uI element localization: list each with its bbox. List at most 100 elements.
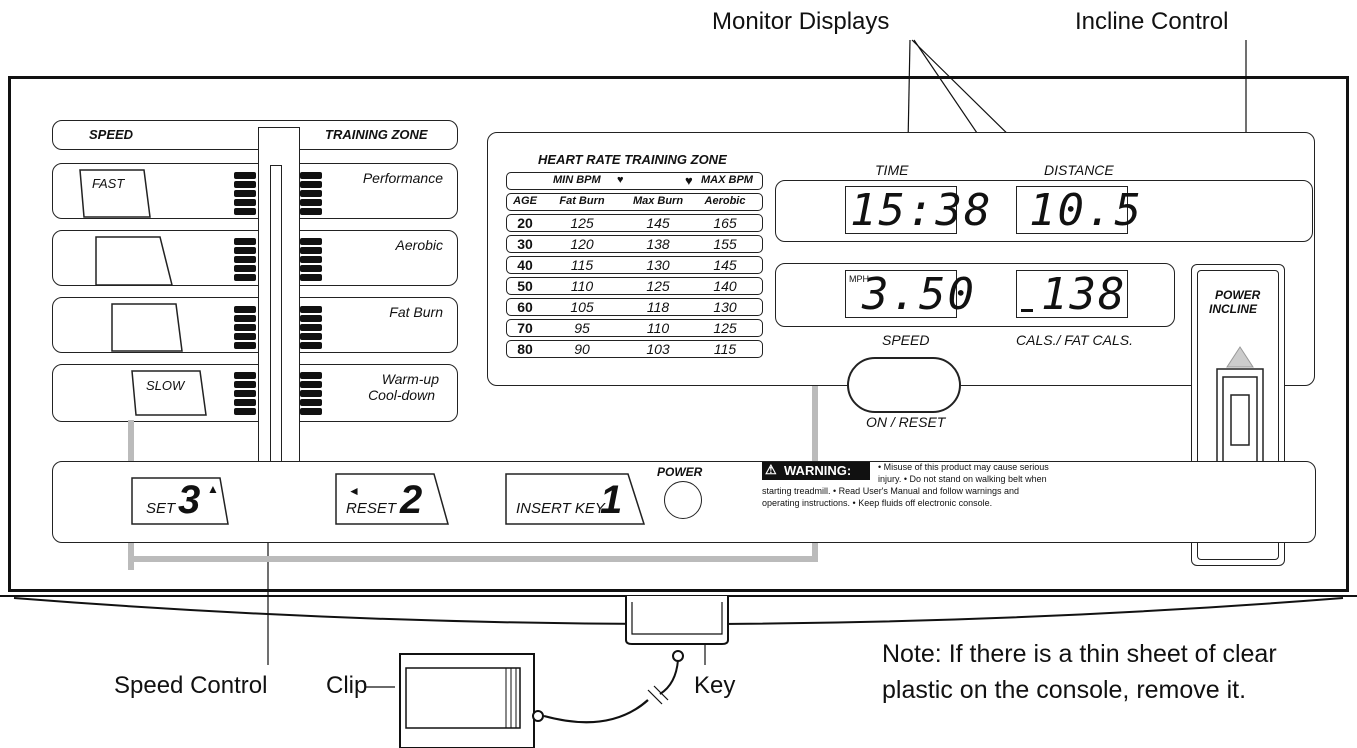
on-reset-label: ON / RESET: [866, 414, 946, 430]
key-callout: Key: [694, 672, 736, 699]
speed-tick: [234, 306, 256, 313]
speed-tick: [234, 265, 256, 272]
stipple-bottom: [128, 556, 818, 562]
hr-header-row: AGE Fat Burn Max Burn Aerobic: [506, 193, 763, 211]
stipple-right: [812, 255, 818, 562]
hr-value: 115: [713, 341, 737, 357]
speed-display-label: SPEED: [882, 332, 930, 348]
incline-control-callout: Incline Control: [1075, 8, 1229, 35]
time-label: TIME: [875, 162, 909, 178]
hr-head-fat-burn: Fat Burn: [559, 195, 605, 207]
safety-key[interactable]: [630, 598, 724, 638]
speed-tick: [234, 342, 256, 349]
speed-control-callout: Speed Control: [114, 672, 268, 699]
hr-value: 120: [570, 236, 594, 252]
distance-value: 10.5: [1029, 185, 1143, 236]
note-line-2: plastic on the console, remove it.: [882, 676, 1247, 704]
warning-text-1: • Misuse of this product may cause serio…: [878, 462, 1049, 472]
hr-age: 70: [517, 320, 533, 336]
safety-clip[interactable]: [400, 654, 534, 748]
zone-performance-label: Performance: [362, 170, 443, 186]
hr-age: 20: [517, 215, 533, 231]
power-label: POWER: [657, 465, 703, 479]
speed-tick: [234, 238, 256, 245]
min-heart-icon: ♥: [617, 174, 624, 186]
min-bpm-label: MIN BPM: [553, 174, 601, 186]
hr-head-aerobic: Aerobic: [704, 195, 746, 207]
speed-slider-slot: [270, 165, 282, 507]
set-key-shape: [131, 477, 229, 525]
speed-tick: [300, 247, 322, 254]
speed-tick: [234, 256, 256, 263]
on-reset-button[interactable]: [847, 357, 961, 413]
hr-value: 103: [646, 341, 670, 357]
upper-display-bezel: [775, 180, 1313, 242]
speed-tick: [300, 408, 322, 415]
hr-value: 155: [713, 236, 737, 252]
slow-key-label[interactable]: SLOW: [146, 378, 185, 393]
speed-tick: [300, 342, 322, 349]
hr-age: 40: [517, 257, 533, 273]
speed-tick: [234, 199, 256, 206]
max-heart-icon: ♥: [685, 173, 693, 188]
zone-cooldown-label: Cool-down: [368, 387, 435, 403]
speed-tick: [300, 324, 322, 331]
hr-value: 145: [713, 257, 737, 273]
distance-display: 10.5: [1016, 185, 1141, 236]
speed-tick: [300, 256, 322, 263]
speed-tick: [300, 315, 322, 322]
fat-cals-indicator: [1021, 309, 1033, 312]
fast-key-label[interactable]: FAST: [92, 176, 125, 191]
warning-text-3: starting treadmill. • Read User's Manual…: [762, 486, 1019, 496]
speed-keys: [79, 169, 207, 416]
zone-fat-burn-label: Fat Burn: [389, 304, 443, 320]
calories-display: 138: [1016, 269, 1128, 320]
speed-tick: [234, 274, 256, 281]
speed-display: MPH 3.50: [845, 269, 974, 320]
hr-value: 130: [713, 299, 737, 315]
speed-tick: [234, 208, 256, 215]
speed-tick: [300, 190, 322, 197]
reset-number: 2: [400, 478, 423, 522]
hr-value: 130: [646, 257, 670, 273]
incline-panel-inner: [1197, 270, 1279, 560]
incline-rocker[interactable]: [1205, 345, 1275, 495]
speed-tick: [234, 381, 256, 388]
note-line-1: Note: If there is a thin sheet of clear: [882, 640, 1277, 668]
reset-label[interactable]: RESET: [346, 500, 397, 517]
speed-header: SPEED TRAINING ZONE: [52, 120, 458, 150]
reset-key-shape: [335, 473, 449, 525]
lower-display-bezel: [775, 263, 1175, 327]
hr-value: 125: [646, 278, 670, 294]
speed-tick: [300, 381, 322, 388]
hr-head-max-burn: Max Burn: [632, 195, 684, 207]
incline-label-incline: INCLINE: [1209, 302, 1257, 316]
speed-tick: [300, 199, 322, 206]
hr-value: 95: [574, 320, 590, 336]
incline-up-icon[interactable]: [1232, 350, 1248, 364]
speed-tick: [234, 190, 256, 197]
warning-text-2: injury. • Do not stand on walking belt w…: [878, 474, 1047, 484]
hr-age: 50: [517, 278, 533, 294]
speed-tick: [234, 372, 256, 379]
speed-tick: [300, 265, 322, 272]
insert-key-number: 1: [600, 478, 623, 522]
console-frame: [8, 76, 1349, 592]
clip-callout: Clip: [326, 672, 368, 699]
warning-badge: ⚠ WARNING:: [762, 462, 870, 480]
power-button[interactable]: [664, 481, 702, 519]
set-number: 3: [178, 478, 201, 522]
hr-minmax-row: MIN BPM ♥ ♥ MAX BPM: [506, 172, 763, 190]
speed-tick: [234, 399, 256, 406]
hr-value: 125: [713, 320, 737, 336]
speed-tick: [234, 324, 256, 331]
hr-value: 165: [713, 215, 737, 231]
warning-text-4: operating instructions. • Keep fluids of…: [762, 498, 993, 508]
set-label[interactable]: SET: [146, 500, 176, 517]
zone-warmup-label: Warm-up: [381, 371, 439, 387]
